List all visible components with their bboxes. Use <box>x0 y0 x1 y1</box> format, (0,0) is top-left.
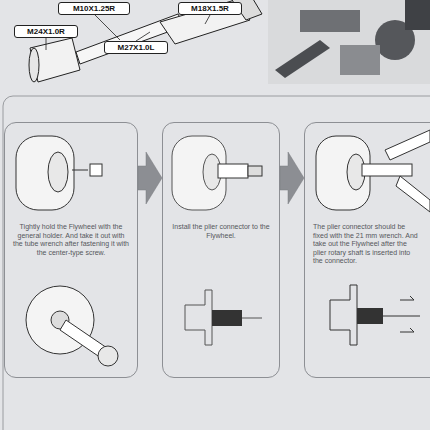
thread-callout: M18X1.5R <box>178 2 242 15</box>
photo-part <box>405 0 430 30</box>
node-text: M10X1.25R <box>73 4 115 13</box>
leader-line <box>205 15 210 24</box>
node-text: M27X1.0L <box>118 43 155 52</box>
connector-nut <box>248 166 262 176</box>
tool-sleeve <box>30 38 80 82</box>
flywheel-section <box>185 290 212 345</box>
step-panel: Install the plier connector to the Flywh… <box>162 122 280 378</box>
node-text: M18X1.5R <box>191 4 229 13</box>
plier-shaft <box>362 164 412 176</box>
node-text: Install the plier connector to the Flywh… <box>171 223 271 240</box>
pull-arrow <box>400 296 414 332</box>
leader-line <box>46 38 47 50</box>
wrench <box>385 130 430 160</box>
flywheel <box>16 136 74 210</box>
step-panel: Tightly hold the Flywheel with the gener… <box>4 122 138 378</box>
connector-section <box>357 308 383 324</box>
photo-part <box>340 45 380 75</box>
thread-callout: M10X1.25R <box>58 2 130 15</box>
holder-knob <box>98 346 118 366</box>
connector-section <box>212 310 242 326</box>
shaft-line <box>383 316 420 317</box>
frame <box>3 96 430 430</box>
step-panel: The plier connector should be fixed with… <box>304 122 430 378</box>
plier-arm <box>396 176 430 212</box>
plier-connector <box>218 164 248 178</box>
node-text: The plier connector should be fixed with… <box>313 223 419 266</box>
photo-part <box>300 10 360 32</box>
photo-part <box>275 40 330 78</box>
node-text: Tightly hold the Flywheel with the gener… <box>13 223 129 257</box>
step-arrow <box>280 152 304 204</box>
tool-sleeve-end <box>29 48 39 82</box>
leader-line <box>94 14 120 40</box>
tool-tube <box>160 0 250 44</box>
node-text: M24X1.0R <box>27 27 65 36</box>
thread-callout: M27X1.0L <box>104 41 168 54</box>
photo-background <box>268 0 430 84</box>
thread-callout: M24X1.0R <box>14 25 78 38</box>
nut <box>90 164 102 176</box>
step-arrow <box>138 152 162 204</box>
flywheel-hub <box>48 152 68 192</box>
shaft-line <box>242 318 262 319</box>
flywheel-section <box>330 285 357 345</box>
motion-arrow <box>72 170 88 171</box>
leader-line <box>136 32 150 41</box>
